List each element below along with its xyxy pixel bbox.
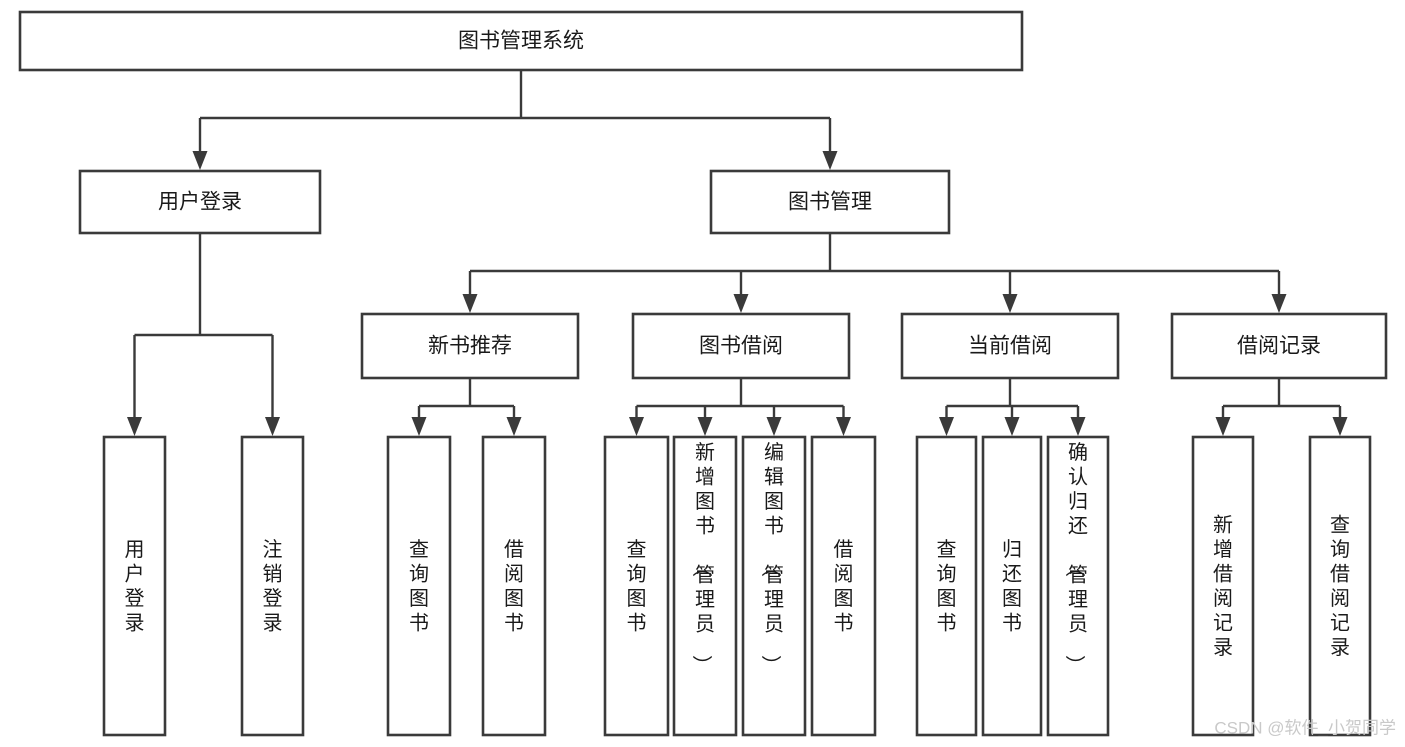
node-label-leaf-current-query-book: 查询图书 xyxy=(937,538,957,635)
node-box-leaf-borrow-borrow-book[interactable] xyxy=(810,435,877,737)
node-box-leaf-borrow-add-book[interactable] xyxy=(672,435,738,737)
node-box-root[interactable] xyxy=(18,10,1024,72)
node-leaf-rec-query-book[interactable]: 查询图书 xyxy=(386,435,452,737)
connector-group-borrow-record xyxy=(1215,378,1348,436)
node-leaf-borrow-edit-book[interactable]: 编辑图书（管理员） xyxy=(741,435,807,737)
node-label-new-book-rec: 新书推荐 xyxy=(428,335,512,358)
node-box-book-manage[interactable] xyxy=(709,169,951,235)
node-box-current-borrow[interactable] xyxy=(900,312,1120,380)
connector-group-new-book-rec xyxy=(411,378,522,436)
node-label-borrow-record: 借阅记录 xyxy=(1237,335,1321,358)
connector-layer xyxy=(127,70,1348,436)
node-label-user-login: 用户登录 xyxy=(158,191,242,214)
node-box-leaf-user-logout[interactable] xyxy=(240,435,305,737)
node-label-leaf-record-query: 查询借阅记录 xyxy=(1330,514,1350,660)
connector-group-book-manage xyxy=(462,233,1287,313)
node-leaf-borrow-borrow-book[interactable]: 借阅图书 xyxy=(810,435,877,737)
node-box-leaf-current-return-book[interactable] xyxy=(981,435,1043,737)
node-leaf-user-login[interactable]: 用户登录 xyxy=(102,435,167,737)
node-box-leaf-borrow-query-book[interactable] xyxy=(603,435,670,737)
node-box-leaf-rec-query-book[interactable] xyxy=(386,435,452,737)
node-box-new-book-rec[interactable] xyxy=(360,312,580,380)
node-label-leaf-borrow-edit-book: 编辑图书（管理员） xyxy=(759,441,784,675)
node-book-manage[interactable]: 图书管理 xyxy=(709,169,951,235)
node-label-leaf-user-logout: 注销登录 xyxy=(263,538,283,635)
csdn-watermark: CSDN @软件_小贺同学 xyxy=(1214,718,1396,737)
node-borrow-record[interactable]: 借阅记录 xyxy=(1170,312,1388,380)
node-leaf-current-return-book[interactable]: 归还图书 xyxy=(981,435,1043,737)
node-box-leaf-borrow-edit-book[interactable] xyxy=(741,435,807,737)
node-root[interactable]: 图书管理系统 xyxy=(18,10,1024,72)
connector-group-current-borrow xyxy=(939,378,1086,436)
node-leaf-current-query-book[interactable]: 查询图书 xyxy=(915,435,978,737)
node-label-book-borrow: 图书借阅 xyxy=(699,335,783,358)
node-new-book-rec[interactable]: 新书推荐 xyxy=(360,312,580,380)
node-label-current-borrow: 当前借阅 xyxy=(968,335,1052,358)
node-user-login[interactable]: 用户登录 xyxy=(78,169,322,235)
node-box-user-login[interactable] xyxy=(78,169,322,235)
node-box-borrow-record[interactable] xyxy=(1170,312,1388,380)
node-label-root: 图书管理系统 xyxy=(458,30,584,53)
node-leaf-rec-borrow-book[interactable]: 借阅图书 xyxy=(481,435,547,737)
node-label-leaf-borrow-borrow-book: 借阅图书 xyxy=(834,538,854,635)
node-box-book-borrow[interactable] xyxy=(631,312,851,380)
node-leaf-user-logout[interactable]: 注销登录 xyxy=(240,435,305,737)
node-leaf-current-confirm-return[interactable]: 确认归还（管理员） xyxy=(1046,435,1110,737)
node-label-book-manage: 图书管理 xyxy=(788,191,872,214)
node-leaf-borrow-query-book[interactable]: 查询图书 xyxy=(603,435,670,737)
connector-group-root xyxy=(192,70,838,170)
node-label-leaf-rec-borrow-book: 借阅图书 xyxy=(504,538,524,635)
node-box-leaf-record-add[interactable] xyxy=(1191,435,1255,737)
node-current-borrow[interactable]: 当前借阅 xyxy=(900,312,1120,380)
node-box-leaf-current-query-book[interactable] xyxy=(915,435,978,737)
node-box-leaf-user-login[interactable] xyxy=(102,435,167,737)
node-label-leaf-rec-query-book: 查询图书 xyxy=(409,538,429,635)
node-box-leaf-current-confirm-return[interactable] xyxy=(1046,435,1110,737)
node-label-leaf-borrow-query-book: 查询图书 xyxy=(627,538,647,635)
node-label-leaf-current-return-book: 归还图书 xyxy=(1002,538,1022,635)
connector-group-user-login xyxy=(127,233,280,436)
node-leaf-record-query[interactable]: 查询借阅记录 xyxy=(1308,435,1372,737)
node-label-leaf-borrow-add-book: 新增图书（管理员） xyxy=(690,441,715,675)
node-box-leaf-record-query[interactable] xyxy=(1308,435,1372,737)
node-book-borrow[interactable]: 图书借阅 xyxy=(631,312,851,380)
node-layer: 图书管理系统用户登录图书管理新书推荐图书借阅当前借阅借阅记录用户登录注销登录查询… xyxy=(18,10,1388,737)
node-leaf-record-add[interactable]: 新增借阅记录 xyxy=(1191,435,1255,737)
node-label-leaf-user-login: 用户登录 xyxy=(125,539,145,635)
node-label-leaf-current-confirm-return: 确认归还（管理员） xyxy=(1063,441,1088,675)
node-leaf-borrow-add-book[interactable]: 新增图书（管理员） xyxy=(672,435,738,737)
node-label-leaf-record-add: 新增借阅记录 xyxy=(1213,514,1233,660)
connector-group-book-borrow xyxy=(629,378,851,436)
node-box-leaf-rec-borrow-book[interactable] xyxy=(481,435,547,737)
